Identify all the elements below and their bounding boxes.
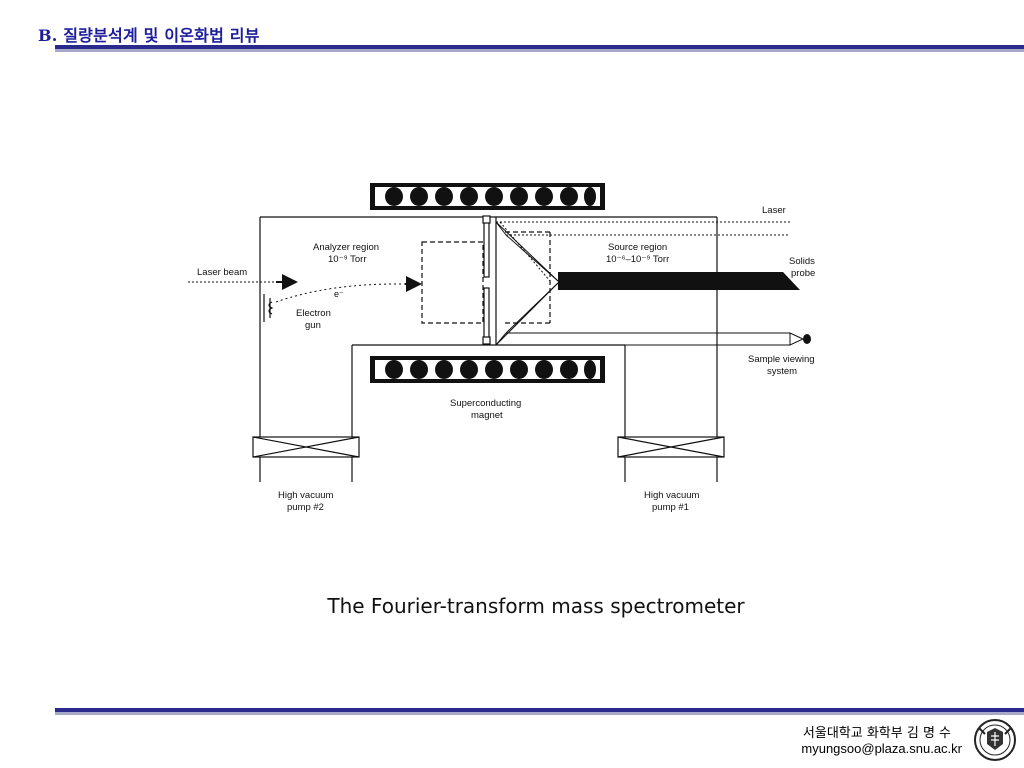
figure-caption: The Fourier-transform mass spectrometer [327, 594, 745, 618]
analyzer-cell [421, 241, 484, 324]
university-seal-icon [974, 719, 1016, 761]
magnet-coil-bottom [370, 356, 605, 383]
electron-gun [263, 294, 274, 322]
source-cell [505, 231, 551, 324]
solids-probe [558, 272, 800, 290]
eye-icon [789, 332, 811, 346]
label-sample-viewing: Sample viewing [748, 354, 815, 365]
header-rule [55, 45, 1024, 49]
label-probe: probe [791, 268, 815, 279]
electron-trajectory [275, 276, 422, 303]
label-source-pressure: 10⁻⁶–10⁻⁹ Torr [606, 254, 669, 265]
label-electron: Electron [296, 308, 331, 319]
conductance-limit [482, 215, 497, 345]
label-system: system [767, 366, 797, 377]
label-electron-symbol: e⁻ [334, 289, 344, 299]
magnet-coil-top [370, 183, 605, 210]
footer-affiliation: 서울대학교 화학부 김 명 수 [802, 726, 951, 741]
label-laser: Laser [762, 205, 786, 216]
label-superconducting: Superconducting [450, 398, 521, 409]
label-source-region: Source region [608, 242, 667, 253]
footer-rule-shadow [55, 712, 1024, 715]
pump-1-valve [617, 436, 725, 458]
label-pump2-line1: High vacuum [278, 490, 334, 501]
label-solids: Solids [789, 256, 815, 267]
label-pump2-line2: pump #2 [287, 502, 324, 513]
footer-email: myungsoo@plaza.snu.ac.kr [801, 741, 962, 756]
label-magnet: magnet [471, 410, 503, 421]
header-rule-shadow [55, 49, 1024, 52]
label-analyzer-region: Analyzer region [313, 242, 379, 253]
pump-2-valve [252, 436, 360, 458]
label-pump1-line2: pump #1 [652, 502, 689, 513]
label-pump1-line1: High vacuum [644, 490, 700, 501]
label-laser-beam: Laser beam [197, 267, 247, 278]
laser-path [495, 221, 790, 346]
ft-ms-diagram: Laser Laser beam Analyzer region 10⁻⁹ To… [188, 183, 815, 513]
slide-title: B. 질량분석계 및 이온화법 리뷰 [38, 26, 260, 45]
label-analyzer-pressure: 10⁻⁹ Torr [328, 254, 366, 265]
footer-rule [55, 708, 1024, 712]
label-gun: gun [305, 320, 321, 331]
